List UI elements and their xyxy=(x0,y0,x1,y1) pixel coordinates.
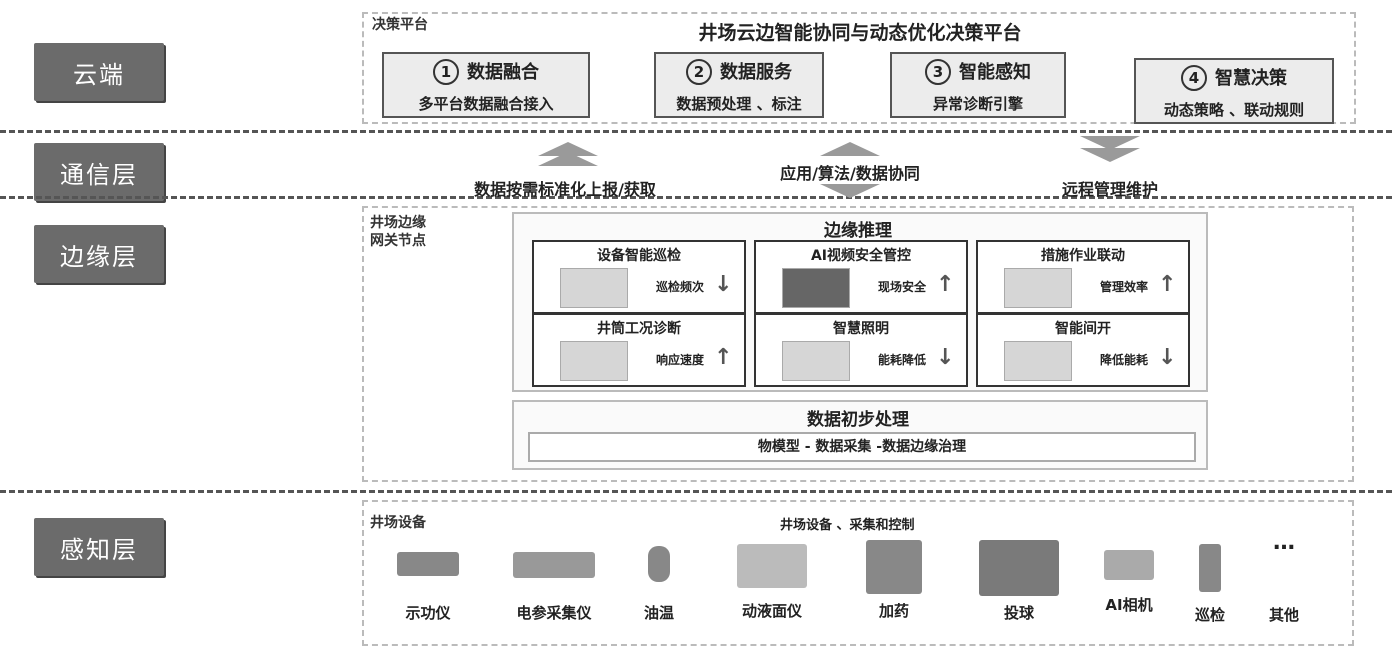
data-prep-sub: 物模型 - 数据采集 -数据边缘治理 xyxy=(528,432,1196,462)
module-title: 智慧决策 xyxy=(1215,68,1287,89)
number-badge: 4 xyxy=(1181,65,1207,91)
card-wellbore-diagnosis: 井筒工况诊断 响应速度 ↑ xyxy=(532,313,746,387)
device-label: 加药 xyxy=(854,600,934,621)
card-metric: 能耗降低 xyxy=(878,351,926,368)
card-metric: 响应速度 xyxy=(656,351,704,368)
device-label: 示功仪 xyxy=(388,602,468,623)
card-title: 智慧照明 xyxy=(756,318,966,338)
handheld-image xyxy=(1199,544,1221,592)
comm-label-mid: 应用/算法/数据协同 xyxy=(730,160,970,184)
module-sub: 异常诊断引擎 xyxy=(892,93,1064,114)
card-title: 智能间开 xyxy=(978,318,1188,338)
dashboard-screenshot-image xyxy=(1004,341,1072,381)
curve-chart-image xyxy=(782,341,850,381)
trend-down-icon: ↓ xyxy=(1158,345,1176,370)
layer-tab-sense: 感知层 xyxy=(34,518,164,576)
comm-label-left: 数据按需标准化上报/获取 xyxy=(440,176,690,200)
number-badge: 3 xyxy=(925,59,951,85)
device-label: 其他 xyxy=(1256,604,1312,625)
up-arrow-icon xyxy=(820,142,880,156)
separator-line xyxy=(0,490,1392,493)
device-ball-launch: 投球 xyxy=(976,540,1062,623)
device-power-meter: 示功仪 xyxy=(388,552,468,623)
camera-image xyxy=(1104,550,1154,580)
dashboard-screenshot-image xyxy=(560,341,628,381)
level-meter-image xyxy=(737,544,807,588)
device-subtitle: 井场设备 、采集和控制 xyxy=(780,514,915,533)
trend-up-icon: ↑ xyxy=(1158,272,1176,297)
table-screenshot-image xyxy=(1004,268,1072,308)
separator-line xyxy=(0,130,1392,133)
trend-down-icon: ↓ xyxy=(936,345,954,370)
card-metric: 现场安全 xyxy=(878,278,926,295)
device-electric-collector: 电参采集仪 xyxy=(504,552,604,623)
device-label: 投球 xyxy=(976,602,1062,623)
dosing-image xyxy=(866,540,922,594)
card-smart-lighting: 智慧照明 能耗降低 ↓ xyxy=(754,313,968,387)
number-badge: 1 xyxy=(433,59,459,85)
module-sub: 多平台数据融合接入 xyxy=(384,93,588,114)
collector-image xyxy=(513,552,595,578)
device-label: 电参采集仪 xyxy=(504,602,604,623)
ellipsis-icon: … xyxy=(1256,530,1312,578)
edge-corner-label: 井场边缘 网关节点 xyxy=(370,214,426,250)
card-title: 设备智能巡检 xyxy=(534,245,744,265)
pumpjack-image xyxy=(979,540,1059,596)
module-title: 数据服务 xyxy=(720,62,792,83)
cloud-corner-label: 决策平台 xyxy=(372,14,428,34)
card-title: 井筒工况诊断 xyxy=(534,318,744,338)
trend-up-icon: ↑ xyxy=(714,345,732,370)
device-label: AI相机 xyxy=(1094,594,1164,615)
card-metric: 巡检频次 xyxy=(656,278,704,295)
module-sub: 数据预处理 、标注 xyxy=(656,93,822,114)
module-smart-sensing: 3 智能感知 异常诊断引擎 xyxy=(890,52,1066,118)
device-ai-camera: AI相机 xyxy=(1094,550,1164,615)
card-metric: 降低能耗 xyxy=(1100,351,1148,368)
card-ai-video: AI视频安全管控 现场安全 ↑ xyxy=(754,240,968,314)
card-metric: 管理效率 xyxy=(1100,278,1148,295)
device-label: 动液面仪 xyxy=(726,600,818,621)
edge-inference-title: 边缘推理 xyxy=(512,216,1204,241)
device-oil-temp: 油温 xyxy=(624,546,694,623)
layer-tab-comm: 通信层 xyxy=(34,143,164,201)
device-corner-label: 井场设备 xyxy=(370,512,426,532)
device-label: 巡检 xyxy=(1182,604,1238,625)
device-level-meter: 动液面仪 xyxy=(726,544,818,621)
trend-up-icon: ↑ xyxy=(936,272,954,297)
card-operation-linkage: 措施作业联动 管理效率 ↑ xyxy=(976,240,1190,314)
comm-label-right: 远程管理维护 xyxy=(1010,176,1210,200)
number-badge: 2 xyxy=(686,59,712,85)
down-arrow-icon xyxy=(1080,148,1140,162)
layer-tab-cloud: 云端 xyxy=(34,43,164,101)
device-other: … 其他 xyxy=(1256,530,1312,625)
platform-title: 井场云边智能协同与动态优化决策平台 xyxy=(600,18,1120,45)
card-title: AI视频安全管控 xyxy=(756,245,966,265)
sensor-image xyxy=(648,546,670,582)
device-label: 油温 xyxy=(624,602,694,623)
module-data-service: 2 数据服务 数据预处理 、标注 xyxy=(654,52,824,118)
phone-screens-image xyxy=(560,268,628,308)
device-inspection: 巡检 xyxy=(1182,544,1238,625)
power-meter-image xyxy=(397,552,459,576)
module-data-fusion: 1 数据融合 多平台数据融合接入 xyxy=(382,52,590,118)
card-device-inspection: 设备智能巡检 巡检频次 ↓ xyxy=(532,240,746,314)
data-prep-title: 数据初步处理 xyxy=(512,405,1204,430)
module-title: 智能感知 xyxy=(959,62,1031,83)
trend-down-icon: ↓ xyxy=(714,272,732,297)
down-arrow-icon xyxy=(820,184,880,198)
module-title: 数据融合 xyxy=(467,62,539,83)
card-title: 措施作业联动 xyxy=(978,245,1188,265)
device-dosing: 加药 xyxy=(854,540,934,621)
card-intermittent-pumping: 智能间开 降低能耗 ↓ xyxy=(976,313,1190,387)
layer-tab-edge: 边缘层 xyxy=(34,225,164,283)
video-grid-image xyxy=(782,268,850,308)
module-sub: 动态策略 、联动规则 xyxy=(1136,99,1332,120)
module-smart-decision: 4 智慧决策 动态策略 、联动规则 xyxy=(1134,58,1334,124)
up-arrow-icon xyxy=(538,152,598,166)
